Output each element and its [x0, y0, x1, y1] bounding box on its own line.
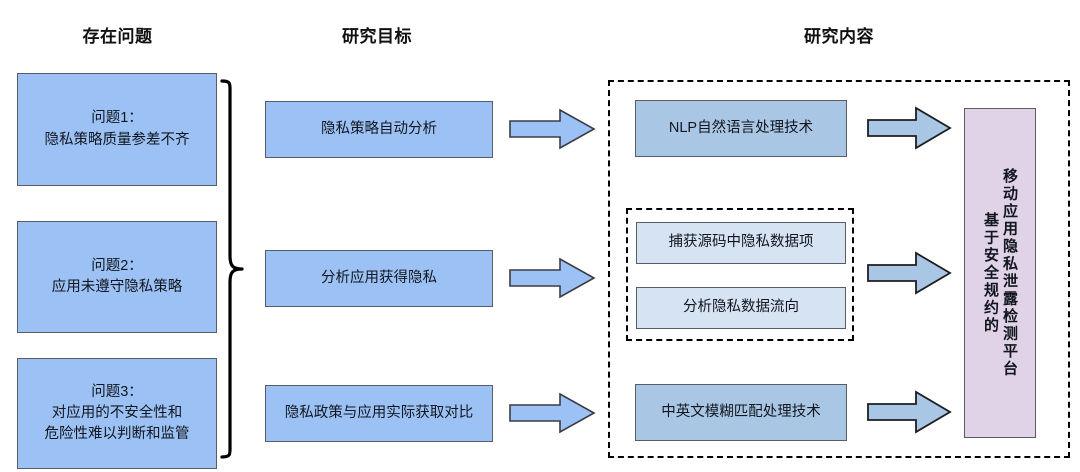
arrow-right-icon-goal-2 [509, 257, 596, 299]
problem-box-2[interactable]: 问题2： 应用未遵守隐私策略 [17, 221, 217, 333]
problem-box-1[interactable]: 问题1： 隐私策略质量参差不齐 [17, 73, 217, 186]
platform-box[interactable]: 移动应用隐私泄露检测平台 基于安全规约的 [964, 108, 1036, 438]
goal-box-3[interactable]: 隐私政策与应用实际获取对比 [265, 385, 493, 442]
content-box-analyze-dataflow[interactable]: 分析隐私数据流向 [636, 287, 846, 329]
research-content-outer-dashed-container [608, 80, 1070, 458]
curly-brace-icon [220, 78, 246, 460]
arrow-right-icon-content-2 [867, 251, 952, 295]
goal-box-1[interactable]: 隐私策略自动分析 [265, 101, 493, 158]
column-heading-goal: 研究目标 [342, 27, 412, 46]
research-content-inner-dashed-container [626, 208, 854, 341]
arrow-right-icon-content-3 [867, 390, 952, 434]
content-box-capture-privacy-data[interactable]: 捕获源码中隐私数据项 [636, 222, 846, 264]
problem-box-3[interactable]: 问题3： 对应用的不安全性和 危险性难以判断和监管 [17, 358, 217, 469]
arrow-right-icon-content-1 [867, 106, 952, 150]
platform-text-column-right: 移动应用隐私泄露检测平台 [1001, 168, 1018, 378]
arrow-right-icon-goal-1 [509, 108, 596, 150]
column-heading-content: 研究内容 [804, 27, 874, 46]
platform-text-column-left: 基于安全规约的 [982, 211, 999, 335]
column-heading-problem: 存在问题 [82, 27, 153, 46]
content-box-nlp[interactable]: NLP自然语言处理技术 [635, 100, 847, 157]
content-box-fuzzy-matching[interactable]: 中英文模糊匹配处理技术 [635, 384, 847, 441]
arrow-right-icon-goal-3 [509, 392, 596, 434]
goal-box-2[interactable]: 分析应用获得隐私 [265, 250, 493, 307]
